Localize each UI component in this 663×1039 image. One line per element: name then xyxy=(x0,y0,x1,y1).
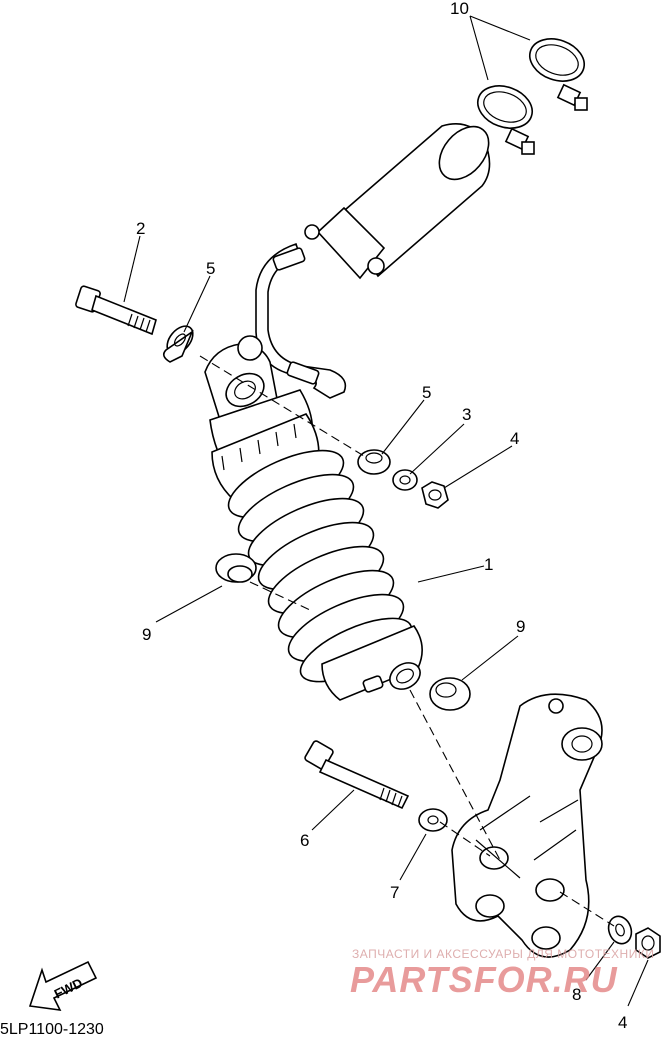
spacer-left xyxy=(215,553,257,583)
spacer-right xyxy=(429,677,471,711)
callout-4-top: 4 xyxy=(510,429,519,448)
callout-7: 7 xyxy=(390,883,399,902)
washer-bottom xyxy=(607,915,633,945)
callout-10: 10 xyxy=(450,0,469,18)
hose-clamp-upper xyxy=(529,38,588,111)
alignment-lines xyxy=(199,355,615,927)
watermark: ЗАПЧАСТИ И АКСЕССУАРЫ ДЛЯ МОТОТЕХНИКИ PA… xyxy=(350,947,654,1000)
callout-6: 6 xyxy=(300,831,309,850)
watermark-tagline: ЗАПЧАСТИ И АКСЕССУАРЫ ДЛЯ МОТОТЕХНИКИ xyxy=(352,947,654,961)
callout-5-left: 5 xyxy=(206,259,215,278)
hose-clamp-lower xyxy=(477,85,535,155)
reservoir-canister xyxy=(304,123,491,280)
shock-absorber xyxy=(204,335,423,701)
callout-4-bottom: 4 xyxy=(618,1013,627,1032)
callout-8: 8 xyxy=(572,985,581,1004)
callout-9-left: 9 xyxy=(142,625,151,644)
relay-arm xyxy=(451,693,603,958)
callout-2: 2 xyxy=(136,219,145,238)
nut-bottom xyxy=(635,927,661,959)
callout-5-right: 5 xyxy=(422,383,431,402)
collar-left xyxy=(162,325,194,363)
watermark-brand: PARTSFOR.RU xyxy=(350,959,618,1000)
bolt-upper xyxy=(75,285,157,336)
reservoir-hose xyxy=(255,242,347,399)
callout-9-right: 9 xyxy=(516,617,525,636)
callout-1: 1 xyxy=(484,555,493,574)
leader-lines xyxy=(123,15,649,1007)
washer-lower xyxy=(418,808,448,832)
nut-upper xyxy=(421,481,449,509)
coil-spring xyxy=(227,449,413,683)
washer-upper xyxy=(392,469,418,491)
callout-numbers: 10 2 5 5 3 4 1 9 9 6 7 8 4 xyxy=(136,0,627,1032)
collar-right xyxy=(357,449,391,475)
callout-3: 3 xyxy=(462,405,471,424)
bolt-lower xyxy=(304,740,410,810)
diagram-code: 5LP1100-1230 xyxy=(0,1021,104,1038)
fwd-arrow: FWD xyxy=(28,960,98,1011)
